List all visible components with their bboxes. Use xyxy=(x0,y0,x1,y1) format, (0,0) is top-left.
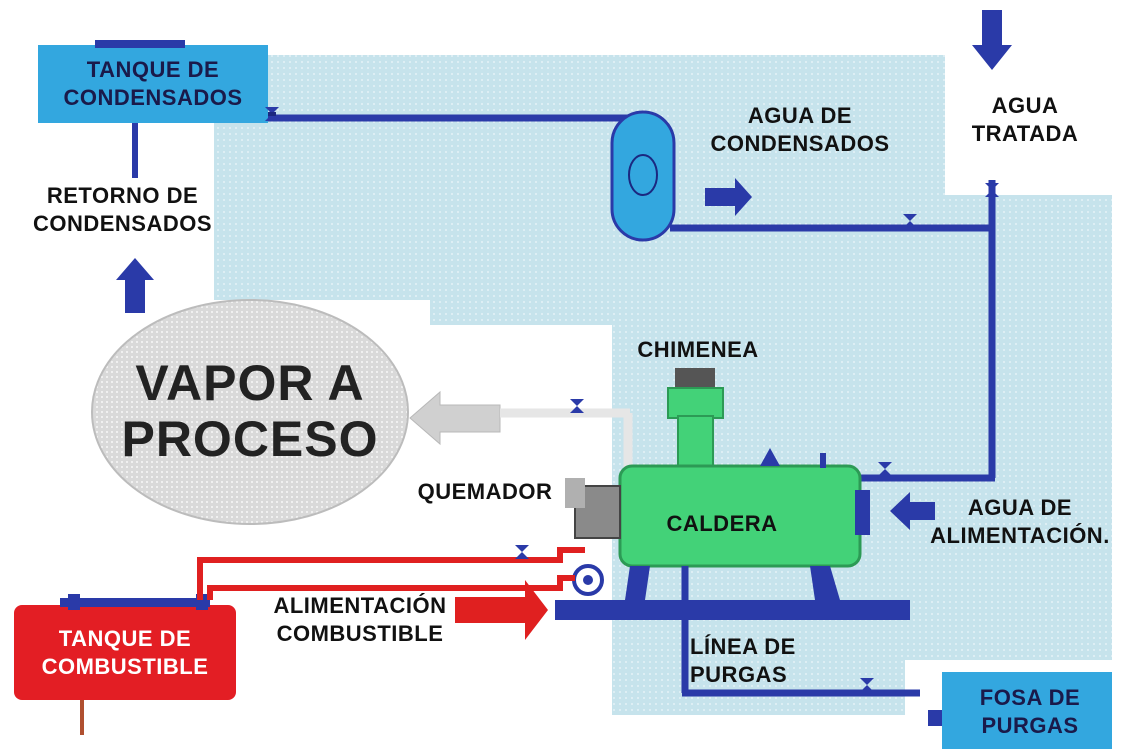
agua-alimentacion-arrow xyxy=(890,492,935,530)
fuel-tank xyxy=(14,605,236,700)
valve-icon xyxy=(265,107,279,121)
valve-icon xyxy=(878,462,892,476)
boiler-base xyxy=(555,600,910,620)
vapor-proceso-label: VAPOR A PROCESO xyxy=(121,355,379,467)
tanque-condensados-label: TANQUE DE CONDENSADOS xyxy=(63,57,243,110)
fosa-purgas-label: FOSA DE PURGAS xyxy=(979,685,1081,738)
agua-tratada-label: AGUA TRATADA xyxy=(971,93,1079,146)
valve-icon xyxy=(860,678,874,692)
alimentacion-combustible-label: ALIMENTACIÓN COMBUSTIBLE xyxy=(273,593,447,646)
agua-alimentacion-label: AGUA DE ALIMENTACIÓN. xyxy=(930,495,1110,548)
valve-icon xyxy=(515,545,529,559)
retorno-condensados-label: RETORNO DE CONDENSADOS xyxy=(32,183,213,236)
vapor-arrow xyxy=(409,390,501,446)
alimentacion-combustible-arrow xyxy=(455,580,548,640)
condensate-tank xyxy=(38,45,268,123)
burner xyxy=(565,478,621,539)
valve-icon xyxy=(985,183,999,197)
quemador-label: QUEMADOR xyxy=(417,479,553,504)
retorno-up-arrow xyxy=(116,258,154,313)
system-area-background xyxy=(214,55,1112,715)
valve-icon xyxy=(570,399,584,413)
tanque-combustible-label: TANQUE DE COMBUSTIBLE xyxy=(41,626,209,679)
linea-purgas-label: LÍNEA DE PURGAS xyxy=(690,634,796,687)
deaerator-vessel xyxy=(610,110,676,242)
caldera-label: CALDERA xyxy=(666,511,778,536)
agua-condensados-label: AGUA DE CONDENSADOS xyxy=(710,103,890,156)
valve-icon xyxy=(903,214,917,228)
steam-cloud xyxy=(91,299,409,525)
agua-tratada-down-arrow xyxy=(972,10,1012,70)
chimenea-label: CHIMENEA xyxy=(637,337,759,362)
fuel-pipe xyxy=(197,547,585,600)
agua-condensados-arrow xyxy=(705,178,752,216)
purge-pit xyxy=(942,672,1112,749)
